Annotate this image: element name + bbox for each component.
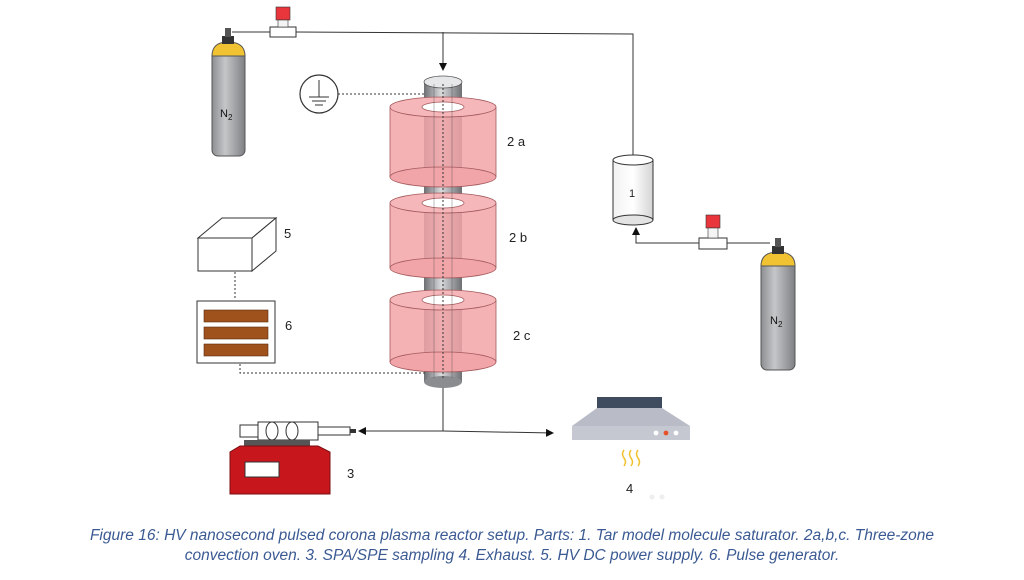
flow-regulator-left [232,6,297,38]
label-zone-2a: 2 a [507,134,526,149]
reactor-setup-diagram: N2 [196,6,796,500]
saturator: 1 [612,154,654,226]
label-zone-2c: 2 c [513,328,531,343]
pulse-link [239,364,425,374]
saturator-inlet-line [632,227,699,244]
spa-spe-sampler [229,421,356,495]
to-exhaust-arrow [442,428,554,437]
n2-cylinder-right: N2 [760,238,796,371]
exhaust-hood [572,397,690,440]
caption-line-1: Figure 16: HV nanosecond pulsed corona p… [89,527,935,544]
n2-left-label: N2 [220,108,233,122]
figure-caption: Figure 16: HV nanosecond pulsed corona p… [0,526,1024,566]
caption-line-2: convection oven. 3. SPA/SPE sampling 4. … [184,547,840,564]
oven-zone-2b [389,192,497,279]
n2-right-label: N2 [770,315,783,329]
label-pulse-gen: 6 [285,318,292,333]
label-exhaust: 4 [626,481,633,496]
label-sampling: 3 [347,466,354,481]
label-zone-2b: 2 b [509,230,527,245]
n2-cylinder-left: N2 [211,28,246,157]
pulse-generator [196,300,276,364]
flow-regulator-right [698,214,770,250]
ground-icon [299,74,339,114]
oven-zone-2c [389,289,497,373]
hv-dc-power-supply [196,216,278,273]
label-hv-supply: 5 [284,226,291,241]
feed-line-top [295,31,634,158]
heat-waves-icon [621,449,641,467]
label-saturator: 1 [629,188,635,200]
